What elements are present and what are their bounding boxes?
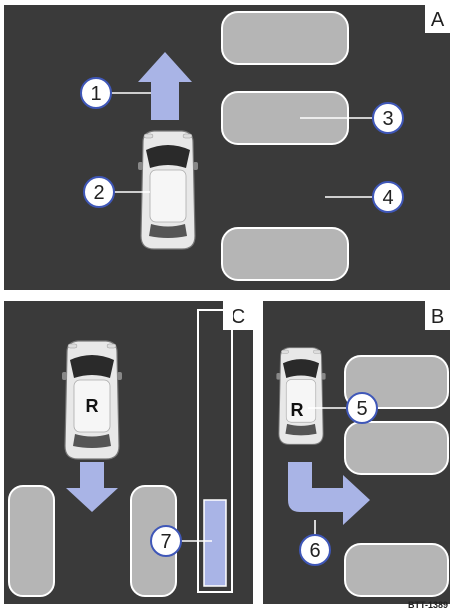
callout-6: 6: [299, 534, 331, 566]
callout-4: 4: [372, 181, 404, 213]
panel-a-tag: A: [425, 5, 450, 33]
panel-a-label: A: [431, 9, 445, 31]
svg-text:3: 3: [382, 108, 393, 130]
panel-c-label: C: [231, 306, 245, 328]
parked-car-b2: [344, 421, 449, 475]
callout-2: 2: [83, 176, 115, 208]
reversing-car-b: [275, 347, 327, 445]
turn-arrow-b: [288, 462, 370, 525]
svg-text:6: 6: [309, 540, 320, 562]
reference-code: BTT-1389: [408, 600, 448, 610]
reverse-mark-b: R: [291, 400, 304, 420]
parked-car-b3: [344, 543, 449, 597]
parked-car-a1: [221, 11, 349, 65]
callout-1: 1: [80, 77, 112, 109]
parked-car-c1: [8, 485, 55, 597]
parked-car-a3: [221, 227, 349, 281]
reverse-mark-c: R: [86, 396, 99, 416]
reverse-arrow-c: [66, 462, 118, 512]
svg-text:2: 2: [93, 182, 104, 204]
callout-3: 3: [372, 102, 404, 134]
callout-7: 7: [150, 525, 182, 557]
curb-outline: [197, 309, 233, 593]
forward-arrow: [138, 52, 192, 120]
callout-5: 5: [346, 392, 378, 424]
svg-text:4: 4: [382, 187, 393, 209]
svg-text:1: 1: [90, 83, 101, 105]
panel-b-label: B: [431, 306, 444, 328]
panel-b-tag: B: [425, 301, 450, 330]
panel-c-tag: C: [223, 301, 253, 330]
svg-text:7: 7: [160, 531, 171, 553]
svg-text:5: 5: [356, 398, 367, 420]
curb-bar: [203, 499, 227, 587]
driving-car: [137, 130, 199, 250]
